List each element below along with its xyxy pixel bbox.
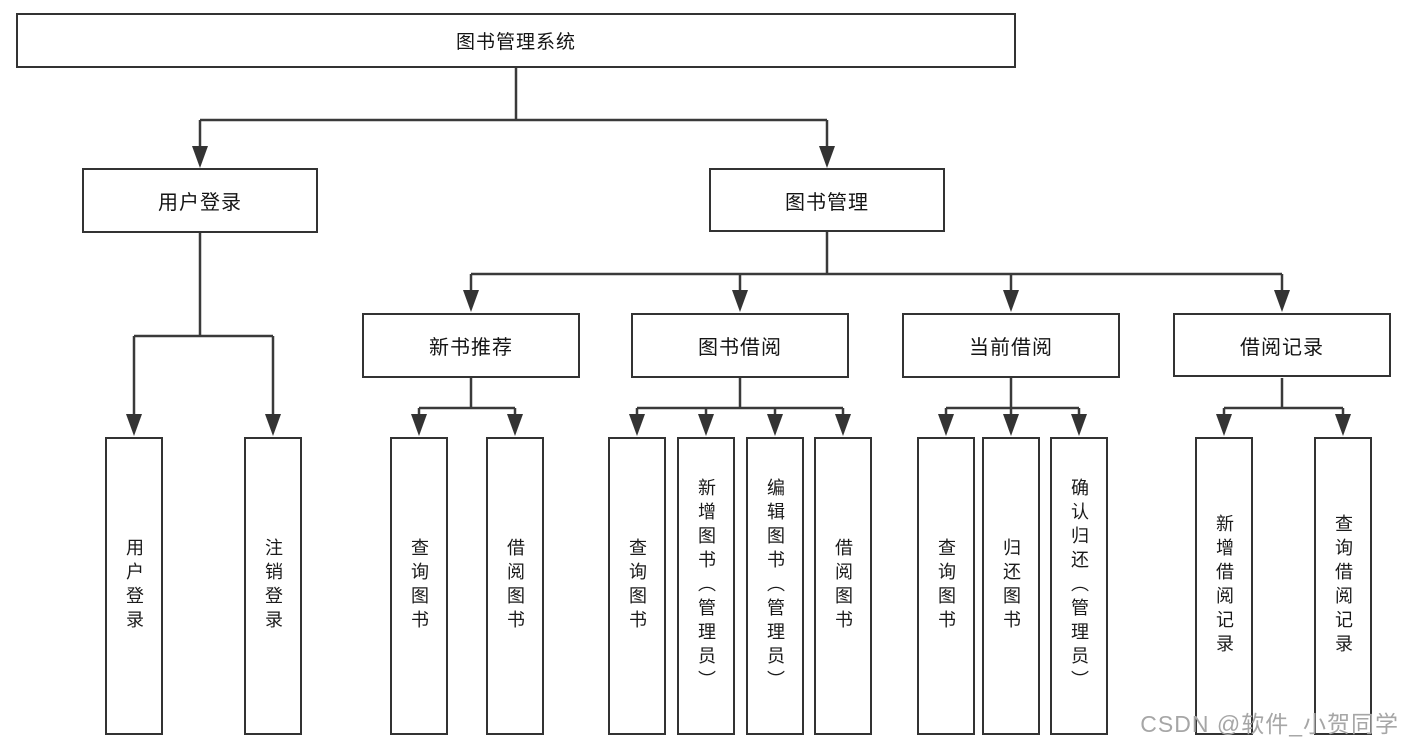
arrowhead-down-icon [265,414,281,436]
leaf-confirm-return-admin: 确认归还（管理员） [1050,437,1108,735]
leaf-query-books-recommend: 查询图书 [390,437,448,735]
node-root-system: 图书管理系统 [16,13,1016,68]
node-current-borrow: 当前借阅 [902,313,1120,378]
leaf-borrow-books: 借阅图书 [814,437,872,735]
arrowhead-down-icon [1071,414,1087,436]
leaf-return-books: 归还图书 [982,437,1040,735]
arrowhead-down-icon [767,414,783,436]
csdn-watermark: CSDN @软件_小贺同学 [1140,711,1399,737]
node-label: 编辑图书（管理员） [765,478,785,694]
arrowhead-down-icon [732,290,748,312]
node-label: 注销登录 [263,538,283,634]
node-label: 查询图书 [936,538,956,634]
node-label: 用户登录 [124,538,144,634]
arrowhead-down-icon [938,414,954,436]
arrowhead-down-icon [698,414,714,436]
node-new-book-recommend: 新书推荐 [362,313,580,378]
node-label: 用户登录 [158,192,242,214]
arrowhead-down-icon [1335,414,1351,436]
arrowhead-down-icon [507,414,523,436]
arrowhead-down-icon [1274,290,1290,312]
arrowhead-down-icon [126,414,142,436]
leaf-borrow-books-recommend: 借阅图书 [486,437,544,735]
node-label: 新书推荐 [429,337,513,359]
node-label: 图书管理 [785,191,869,214]
node-book-management: 图书管理 [709,168,945,232]
node-label: 查询图书 [627,538,647,634]
arrowhead-down-icon [463,290,479,312]
node-borrow-records: 借阅记录 [1173,313,1391,377]
arrowhead-down-icon [192,146,208,168]
node-label: 借阅图书 [505,538,525,634]
node-label: 新增图书（管理员） [696,478,716,694]
leaf-query-books-borrow: 查询图书 [608,437,666,735]
node-label: 查询图书 [409,538,429,634]
leaf-query-books-current: 查询图书 [917,437,975,735]
node-label: 确认归还（管理员） [1069,478,1089,694]
arrowhead-down-icon [629,414,645,436]
leaf-edit-books-admin: 编辑图书（管理员） [746,437,804,735]
node-label: 图书管理系统 [455,32,576,53]
node-label: 当前借阅 [969,337,1053,359]
node-label: 借阅图书 [833,538,853,634]
leaf-add-books-admin: 新增图书（管理员） [677,437,735,735]
node-label: 归还图书 [1001,538,1021,634]
arrowhead-down-icon [1216,414,1232,436]
node-label: 查询借阅记录 [1333,514,1353,658]
leaf-logout: 注销登录 [244,437,302,735]
arrowhead-down-icon [1003,290,1019,312]
leaf-user-login: 用户登录 [105,437,163,735]
node-book-borrow: 图书借阅 [631,313,849,378]
node-label: 图书借阅 [698,337,782,359]
arrowhead-down-icon [835,414,851,436]
node-label: 借阅记录 [1240,336,1324,359]
node-user-login: 用户登录 [82,168,318,233]
leaf-add-borrow-record: 新增借阅记录 [1195,437,1253,735]
leaf-query-borrow-record: 查询借阅记录 [1314,437,1372,735]
arrowhead-down-icon [819,146,835,168]
arrowhead-down-icon [1003,414,1019,436]
node-label: 新增借阅记录 [1214,514,1234,658]
arrowhead-down-icon [411,414,427,436]
